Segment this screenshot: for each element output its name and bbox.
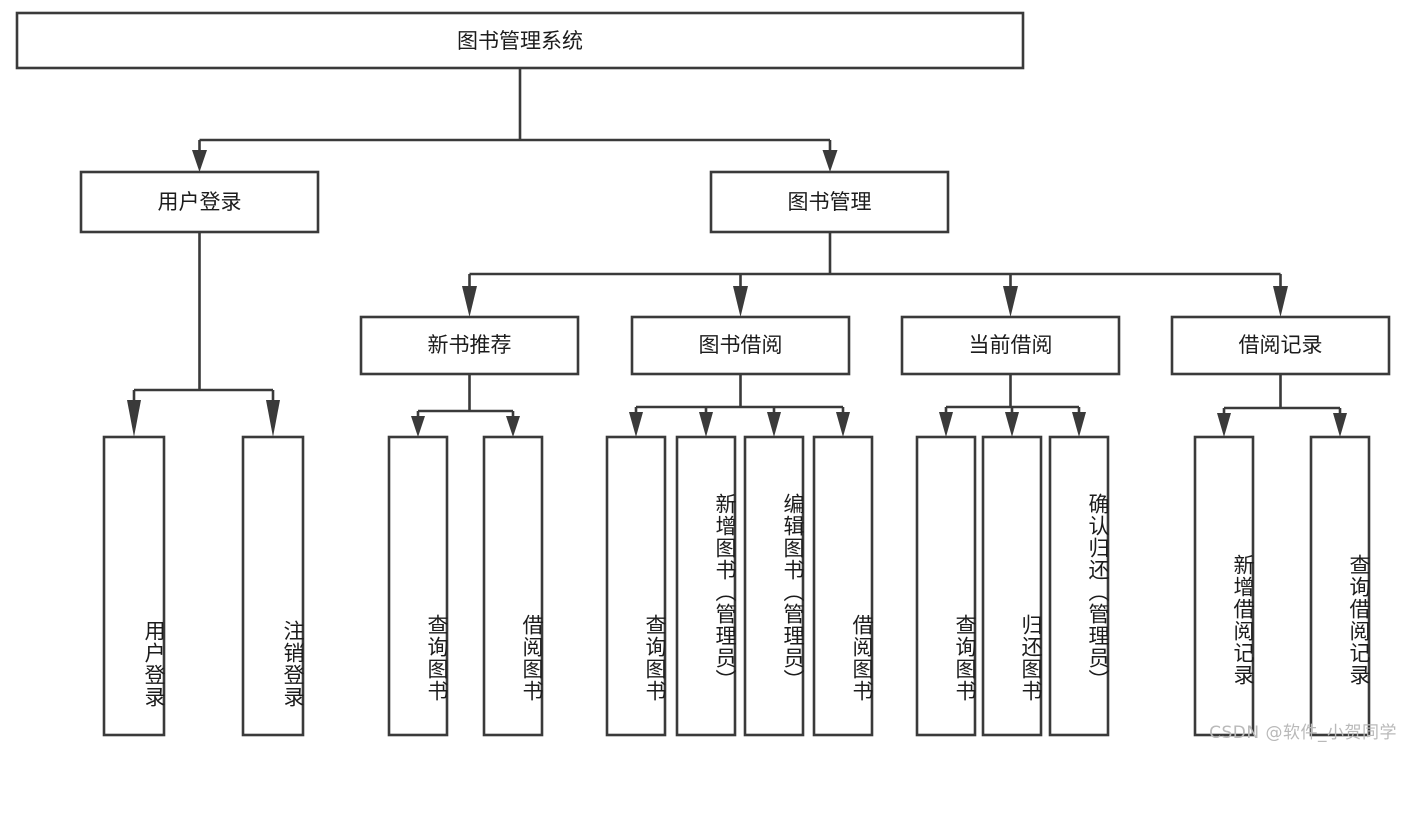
node-new-book-recommend[interactable]: 新书推荐 bbox=[359, 315, 580, 376]
node-current-borrow-box[interactable] bbox=[900, 315, 1121, 376]
arrowhead-new-book-recommend bbox=[462, 286, 477, 317]
flowchart-canvas: 图书管理系统 用户登录 图书管理 新书推荐 图书借阅 当前借阅 借阅记录 bbox=[15, 11, 1397, 743]
arrowhead-leaf-query-book-a bbox=[411, 416, 425, 437]
leaf-box-query-book-a[interactable] bbox=[387, 435, 449, 737]
arrowhead-leaf-add-book bbox=[699, 412, 713, 437]
arrowhead-leaf-borrow-book-a bbox=[506, 416, 520, 437]
arrowhead-bookmanage bbox=[822, 150, 838, 172]
arrowhead-leaf-query-book-b bbox=[629, 412, 643, 437]
arrowhead-leaf-add-record bbox=[1217, 413, 1231, 437]
node-user-login-box[interactable] bbox=[79, 170, 320, 234]
node-book-borrow-label: 图书借阅 bbox=[699, 333, 783, 357]
node-book-manage[interactable]: 图书管理 bbox=[709, 170, 950, 234]
arrowhead-leaf-query-book-c bbox=[939, 412, 953, 437]
node-root[interactable]: 图书管理系统 bbox=[15, 11, 1025, 70]
arrowhead-book-borrow bbox=[733, 286, 748, 317]
node-root-box[interactable] bbox=[15, 11, 1025, 70]
node-book-borrow[interactable]: 图书借阅 bbox=[630, 315, 851, 376]
leaf-box-borrow-book-a[interactable] bbox=[482, 435, 544, 737]
node-user-login-label: 用户登录 bbox=[158, 190, 242, 214]
arrowhead-current-borrow bbox=[1003, 286, 1018, 317]
node-user-login[interactable]: 用户登录 bbox=[79, 170, 320, 234]
arrowhead-leaf-confirm-return bbox=[1072, 412, 1086, 437]
leaf-box-borrow-book-b[interactable] bbox=[812, 435, 874, 737]
node-book-manage-box[interactable] bbox=[709, 170, 950, 234]
node-borrow-record[interactable]: 借阅记录 bbox=[1170, 315, 1391, 376]
node-root-label: 图书管理系统 bbox=[457, 29, 583, 53]
leaf-box-query-book-c[interactable] bbox=[915, 435, 977, 737]
node-book-borrow-box[interactable] bbox=[630, 315, 851, 376]
leaf-box-add-book[interactable] bbox=[675, 435, 737, 737]
node-new-book-recommend-box[interactable] bbox=[359, 315, 580, 376]
leaf-box-add-record[interactable] bbox=[1193, 435, 1255, 737]
arrowhead-borrow-record bbox=[1273, 286, 1288, 317]
leaf-box-return-book[interactable] bbox=[981, 435, 1043, 737]
csdn-watermark: CSDN @软件_小贺同学 bbox=[1209, 723, 1397, 743]
node-current-borrow-label: 当前借阅 bbox=[969, 333, 1053, 357]
arrowhead-leaf-user-login bbox=[127, 400, 141, 437]
arrowhead-leaf-return-book bbox=[1005, 412, 1019, 437]
leaf-box-query-record[interactable] bbox=[1309, 435, 1371, 737]
arrowhead-userlogin bbox=[192, 150, 207, 172]
leaf-box-edit-book[interactable] bbox=[743, 435, 805, 737]
leaf-box-confirm-return[interactable] bbox=[1048, 435, 1110, 737]
arrowhead-leaf-edit-book bbox=[767, 412, 781, 437]
node-new-book-recommend-label: 新书推荐 bbox=[428, 333, 512, 357]
flowchart-svg: 图书管理系统 用户登录 图书管理 新书推荐 图书借阅 当前借阅 借阅记录 bbox=[15, 11, 1391, 737]
arrowhead-leaf-query-record bbox=[1333, 413, 1347, 437]
arrowhead-leaf-borrow-book-b bbox=[836, 412, 850, 437]
arrowhead-leaf-user-logout bbox=[266, 400, 280, 437]
node-book-manage-label: 图书管理 bbox=[788, 190, 872, 214]
leaf-box-user-logout[interactable] bbox=[241, 435, 305, 737]
leaf-box-query-book-b[interactable] bbox=[605, 435, 667, 737]
leaf-box-user-login[interactable] bbox=[102, 435, 166, 737]
connector-layer bbox=[127, 68, 1347, 437]
node-borrow-record-box[interactable] bbox=[1170, 315, 1391, 376]
node-borrow-record-label: 借阅记录 bbox=[1239, 333, 1323, 357]
node-current-borrow[interactable]: 当前借阅 bbox=[900, 315, 1121, 376]
